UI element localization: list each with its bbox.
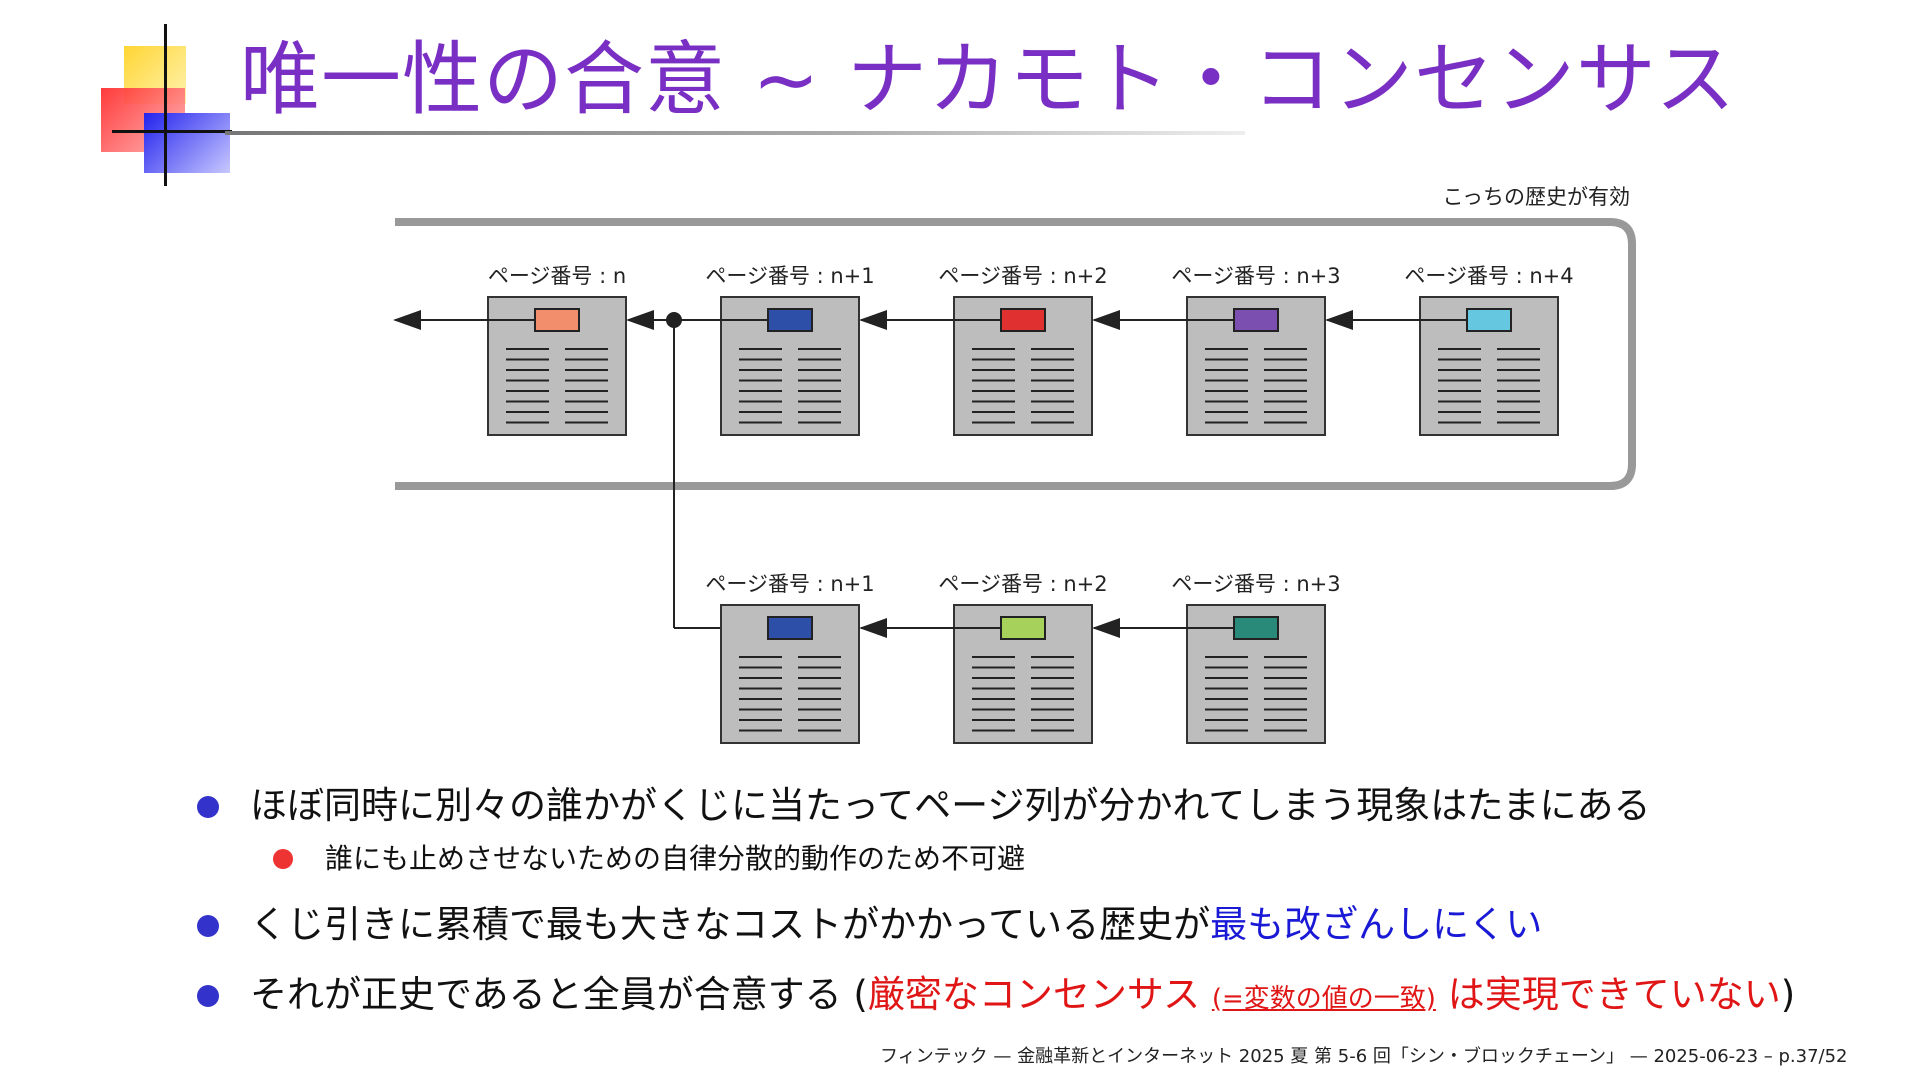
bullet-1-sub: 誰にも止めさせないための自律分散的動作のため不可避 [325, 842, 1026, 875]
main-0-page-label: ページ番号 : n [488, 264, 626, 288]
fork-0-page-hash-block [767, 616, 813, 640]
decor-cross-horizontal [112, 130, 232, 133]
main-1-page-hash-block [767, 308, 813, 332]
bullet-dot [197, 915, 219, 937]
main-0-page: ページ番号 : n [487, 264, 627, 436]
main-4-page: ページ番号 : n+4 [1404, 264, 1574, 436]
fork-0-page-label: ページ番号 : n+1 [705, 572, 874, 596]
title-underline [225, 131, 1245, 135]
bullet-1: ほぼ同時に別々の誰かがくじに当たってページ列が分かれてしまう現象はたまにある [250, 784, 1651, 827]
fork-1-page-hash-block [1000, 616, 1046, 640]
bullet-dot [197, 985, 219, 1007]
valid-history-frame [395, 218, 1636, 490]
main-4-page-label: ページ番号 : n+4 [1404, 264, 1573, 288]
bullet-3: それが正史であると全員が合意する (厳密なコンセンサス (=変数の値の一致) は… [250, 973, 1795, 1021]
bullet-2: くじ引きに累積で最も大きなコストがかかっている歴史が最も改ざんしにくい [250, 903, 1542, 947]
main-3-page-label: ページ番号 : n+3 [1171, 264, 1340, 288]
bullet-2-emphasis: 最も改ざんしにくい [1210, 903, 1543, 946]
fork-2-page-hash-block [1233, 616, 1279, 640]
valid-history-note: こっちの歴史が有効 [1442, 185, 1630, 209]
bullet-2-text: くじ引きに累積で最も大きなコストがかかっている歴史が [250, 903, 1211, 946]
main-2-page: ページ番号 : n+2 [938, 264, 1108, 436]
fork-2-page: ページ番号 : n+3 [1171, 572, 1341, 744]
bullet-3-note: (=変数の値の一致) [1211, 984, 1436, 1014]
main-2-page-hash-block [1000, 308, 1046, 332]
main-3-page: ページ番号 : n+3 [1171, 264, 1341, 436]
fork-chain: ページ番号 : n+1 ページ番号 : n+2 ページ番号 : n+3 [705, 572, 1341, 744]
main-1-page: ページ番号 : n+1 [705, 264, 875, 436]
fork-2-page-label: ページ番号 : n+3 [1171, 572, 1340, 596]
decor-cross-vertical [164, 24, 167, 186]
main-0-page-hash-block [534, 308, 580, 332]
main-4-page-hash-block [1466, 308, 1512, 332]
main-3-page-hash-block [1233, 308, 1279, 332]
page-title: 唯一性の合意 ∼ ナカモト・コンセンサス [240, 33, 1737, 126]
decor-blue-square [144, 113, 230, 173]
bullet-3-emphasis-2: は実現できていない [1447, 973, 1781, 1016]
fork-1-page-label: ページ番号 : n+2 [938, 572, 1107, 596]
fork-1-page: ページ番号 : n+2 [938, 572, 1108, 744]
main-1-page-label: ページ番号 : n+1 [705, 264, 874, 288]
bullet-3-emphasis: 厳密なコンセンサス [867, 973, 1201, 1016]
fork-0-page: ページ番号 : n+1 [705, 572, 875, 744]
slide-footer: フィンテック — 金融革新とインターネット 2025 夏 第 5-6 回「シン・… [880, 1046, 1848, 1067]
sub-bullet-dot [273, 849, 293, 869]
main-chain: ページ番号 : n ページ番号 : n+1 ページ番号 : n+2 ページ番号 : n… [393, 264, 1574, 436]
bullet-dot [197, 796, 219, 818]
bullet-3-text: それが正史であると全員が合意する ( [250, 973, 868, 1016]
bullet-3-close: ) [1780, 973, 1796, 1016]
main-2-page-label: ページ番号 : n+2 [938, 264, 1107, 288]
